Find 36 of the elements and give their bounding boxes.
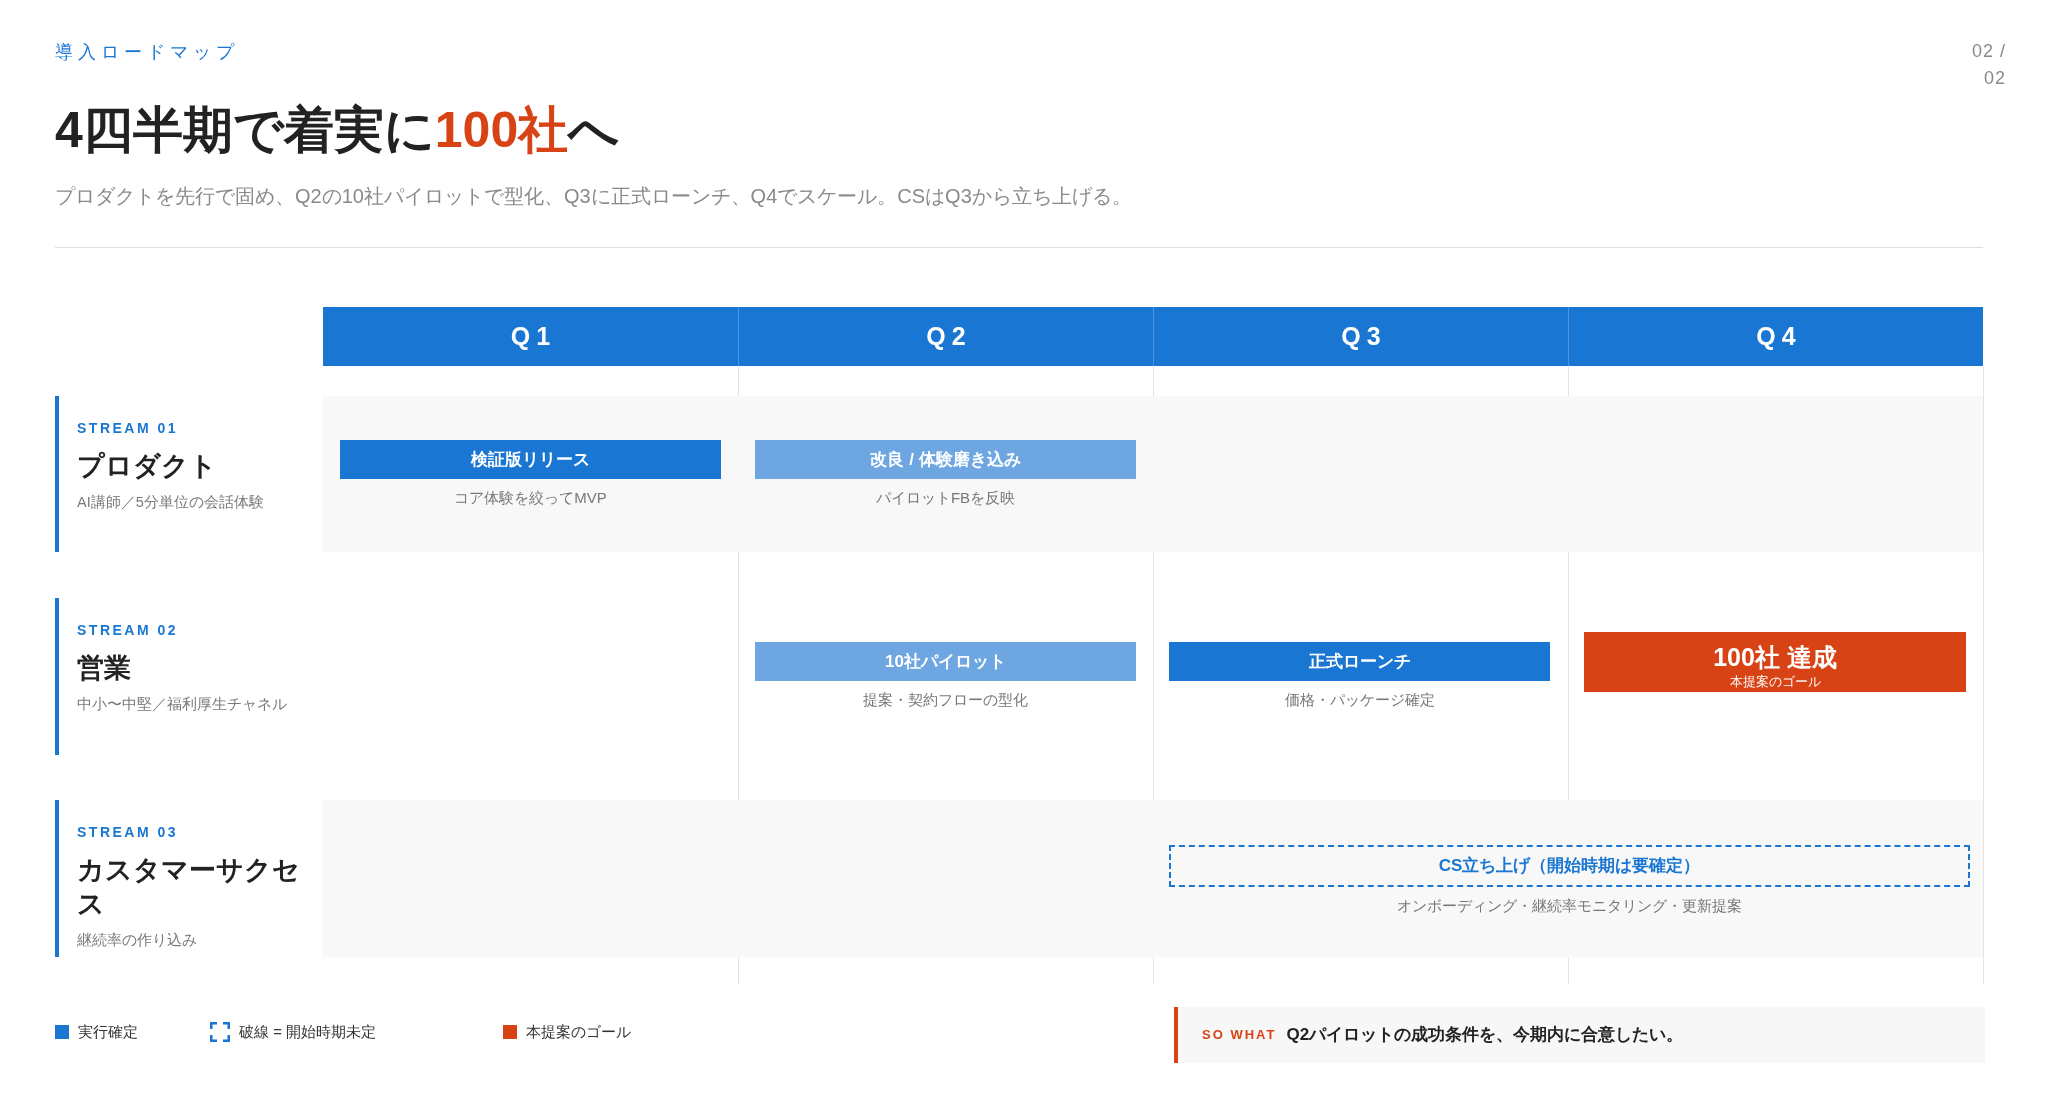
callout-box [1174, 1007, 1985, 1063]
column-header: Q4 [1568, 307, 1983, 366]
legend-text: 本提案のゴール [526, 1022, 631, 1042]
row-tag: STREAM 03 [77, 822, 179, 842]
callout-text: Q2パイロットの成功条件を、今期内に合意したい。 [1286, 1024, 1684, 1046]
row-title: カスタマーサクセス [77, 854, 301, 921]
goal-bar [1584, 632, 1966, 692]
row-tag: STREAM 02 [77, 620, 179, 640]
row-subtitle: 中小〜中堅／福利厚生チャネル [77, 695, 287, 714]
goal-title: 100社 達成 [1713, 643, 1837, 671]
column-header: Q3 [1153, 307, 1568, 366]
row-title: プロダクト [77, 450, 217, 483]
row-tag: STREAM 01 [77, 418, 179, 438]
bar-caption: オンボーディング・継続率モニタリング・更新提案 [1397, 896, 1742, 916]
bar-caption: 提案・契約フローの型化 [863, 690, 1028, 710]
task-bar: 10社パイロット [755, 642, 1136, 681]
task-bar: 改良 / 体験磨き込み [755, 440, 1136, 479]
row-subtitle: 継続率の作り込み [77, 931, 197, 950]
column-header: Q2 [738, 307, 1153, 366]
legend-text: 実行確定 [78, 1022, 138, 1042]
legend-text: 破線 = 開始時期未定 [239, 1022, 377, 1042]
page-number: 02 / 02 [1970, 40, 2006, 90]
dashed-bar: CS立ち上げ（開始時期は要確定） [1169, 845, 1970, 887]
kicker-text: 導入ロードマップ [55, 41, 239, 64]
row-title: 営業 [77, 652, 131, 685]
title: 4四半期で着実に100社へ [55, 101, 620, 160]
subtitle: プロダクトを先行で固め、Q2の10社パイロットで型化、Q3に正式ローンチ、Q4でスケール。CSはQ3から立ち上げる。 [55, 184, 1132, 209]
task-bar: 検証版リリース [340, 440, 721, 479]
bar-caption: 価格・パッケージ確定 [1284, 690, 1435, 710]
task-bar: 正式ローンチ [1169, 642, 1550, 681]
bar-caption: パイロットFBを反映 [875, 488, 1016, 508]
bar-caption: コア体験を絞ってMVP [454, 488, 607, 508]
callout-tag: SO WHAT [1202, 1026, 1277, 1044]
column-header: Q1 [323, 307, 738, 366]
row-subtitle: AI講師／5分単位の会話体験 [77, 493, 264, 512]
goal-subtitle: 本提案のゴール [1729, 674, 1821, 689]
